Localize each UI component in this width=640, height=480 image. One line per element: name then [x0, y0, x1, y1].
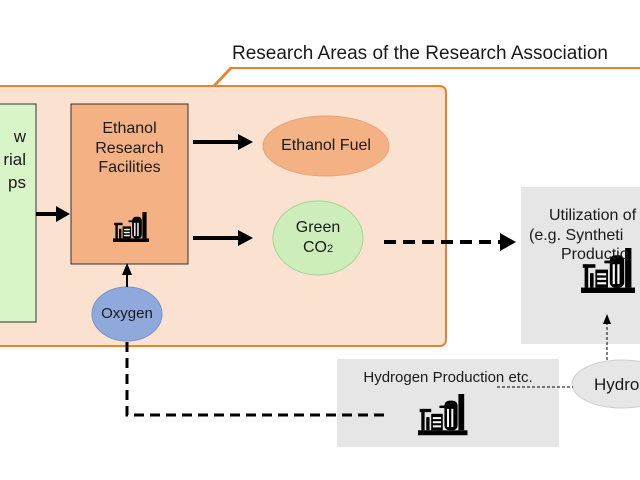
- dashed-co2-to-utilization-head: [500, 233, 516, 251]
- dashed-arrows: [125, 233, 516, 417]
- diagram-title: Research Areas of the Research Associati…: [232, 43, 608, 64]
- hydrogen-ellipse: [571, 359, 640, 409]
- green-co2-line-1: Green: [295, 219, 341, 236]
- arrow-to-green-co2-head: [238, 230, 253, 246]
- left-source-line-2: rial: [3, 149, 26, 169]
- thin-dashed-up-arrow-head: [603, 314, 611, 324]
- left-source-line-1: w: [13, 127, 26, 146]
- green-co2-ellipse: [272, 200, 364, 276]
- hydrogen-label: Hydro: [594, 375, 640, 394]
- research-area-panel: [0, 85, 447, 347]
- utilization-label: Utilization of (e.g. Syntheti Productio: [521, 206, 640, 265]
- hydrogen-production-label: Hydrogen Production etc.: [363, 369, 533, 386]
- thin-dashed-lines: [497, 314, 611, 388]
- utilization-line-2: (e.g. Syntheti: [529, 226, 624, 244]
- ethanol-research-label: Ethanol Research Facilities: [71, 119, 188, 178]
- green-co2-line-2: CO2: [273, 238, 363, 258]
- ethanol-fuel-label: Ethanol Fuel: [281, 137, 371, 154]
- left-source-box: [0, 103, 37, 323]
- left-source-label: w rial ps: [0, 126, 26, 195]
- utilization-line-1: Utilization of: [549, 207, 637, 224]
- arrow-to-ethanol-fuel-head: [238, 134, 253, 150]
- solid-arrows: [36, 134, 253, 287]
- research-area-frame: [0, 67, 640, 88]
- ethanol-research-line-1: Ethanol: [102, 120, 157, 137]
- arrow-left-to-ethanol-head: [56, 206, 70, 222]
- left-source-line-3: ps: [8, 172, 26, 192]
- dashed-hydrogen-to-oxygen: [125, 342, 384, 417]
- oxygen-label: Oxygen: [101, 305, 153, 322]
- ethanol-research-line-2: Research: [95, 139, 164, 157]
- green-co2-subscript: 2: [326, 242, 334, 255]
- utilization-line-3: Productio: [561, 246, 629, 264]
- green-co2-main: CO: [302, 238, 327, 256]
- green-co2-label: Green CO2: [273, 218, 363, 257]
- arrow-oxygen-to-ethanol-head: [122, 263, 132, 275]
- ethanol-research-line-3: Facilities: [98, 159, 161, 177]
- ethanol-fuel-ellipse: [262, 115, 390, 177]
